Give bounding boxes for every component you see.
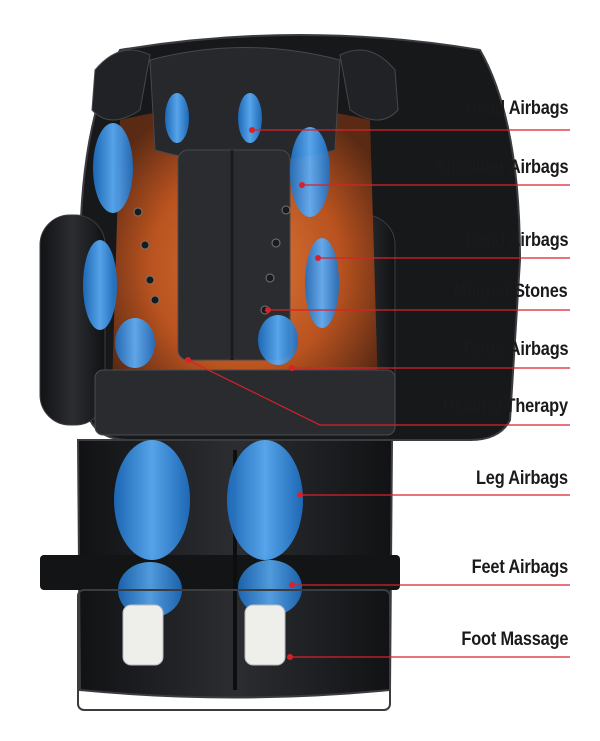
shoulder-airbag-right bbox=[290, 127, 330, 217]
label-feet-airbags: Feet Airbags bbox=[471, 557, 568, 578]
label-heating-therapy: Heating Therapy bbox=[442, 396, 569, 417]
label-leg-airbags: Leg Airbags bbox=[476, 468, 568, 489]
head-airbag-right bbox=[238, 93, 262, 143]
label-hand-airbags: Hand Airbags bbox=[464, 230, 568, 251]
head-airbag-left bbox=[165, 93, 189, 143]
foot-roller-right bbox=[244, 604, 286, 666]
feet-airbag-right bbox=[238, 560, 302, 616]
label-magnet-stones: Magnet Stones bbox=[454, 281, 568, 302]
shoulder-airbag-left bbox=[93, 123, 133, 213]
callout-lines bbox=[187, 129, 570, 658]
hand-airbag-right bbox=[305, 238, 339, 328]
leg-airbag-left bbox=[114, 440, 190, 560]
foot-rest bbox=[77, 589, 391, 711]
thigh-airbag-right bbox=[258, 315, 298, 365]
hand-airbag-left bbox=[83, 240, 117, 330]
right-wing bbox=[339, 49, 399, 121]
label-thigh-airbags: Thigh Airbags bbox=[460, 339, 568, 360]
label-shoulder-airbags: Shoulder Airbags bbox=[435, 157, 568, 178]
label-foot-massage: Foot Massage bbox=[461, 629, 568, 650]
thigh-airbag-left bbox=[115, 318, 155, 368]
left-wing bbox=[91, 49, 151, 121]
foot-roller-left bbox=[122, 604, 164, 666]
callout-dots bbox=[185, 127, 321, 660]
seat bbox=[94, 369, 396, 436]
leg-airbag-right bbox=[227, 440, 303, 560]
magnet-stones bbox=[133, 205, 291, 315]
label-head-airbags: Head Airbags bbox=[465, 98, 568, 119]
